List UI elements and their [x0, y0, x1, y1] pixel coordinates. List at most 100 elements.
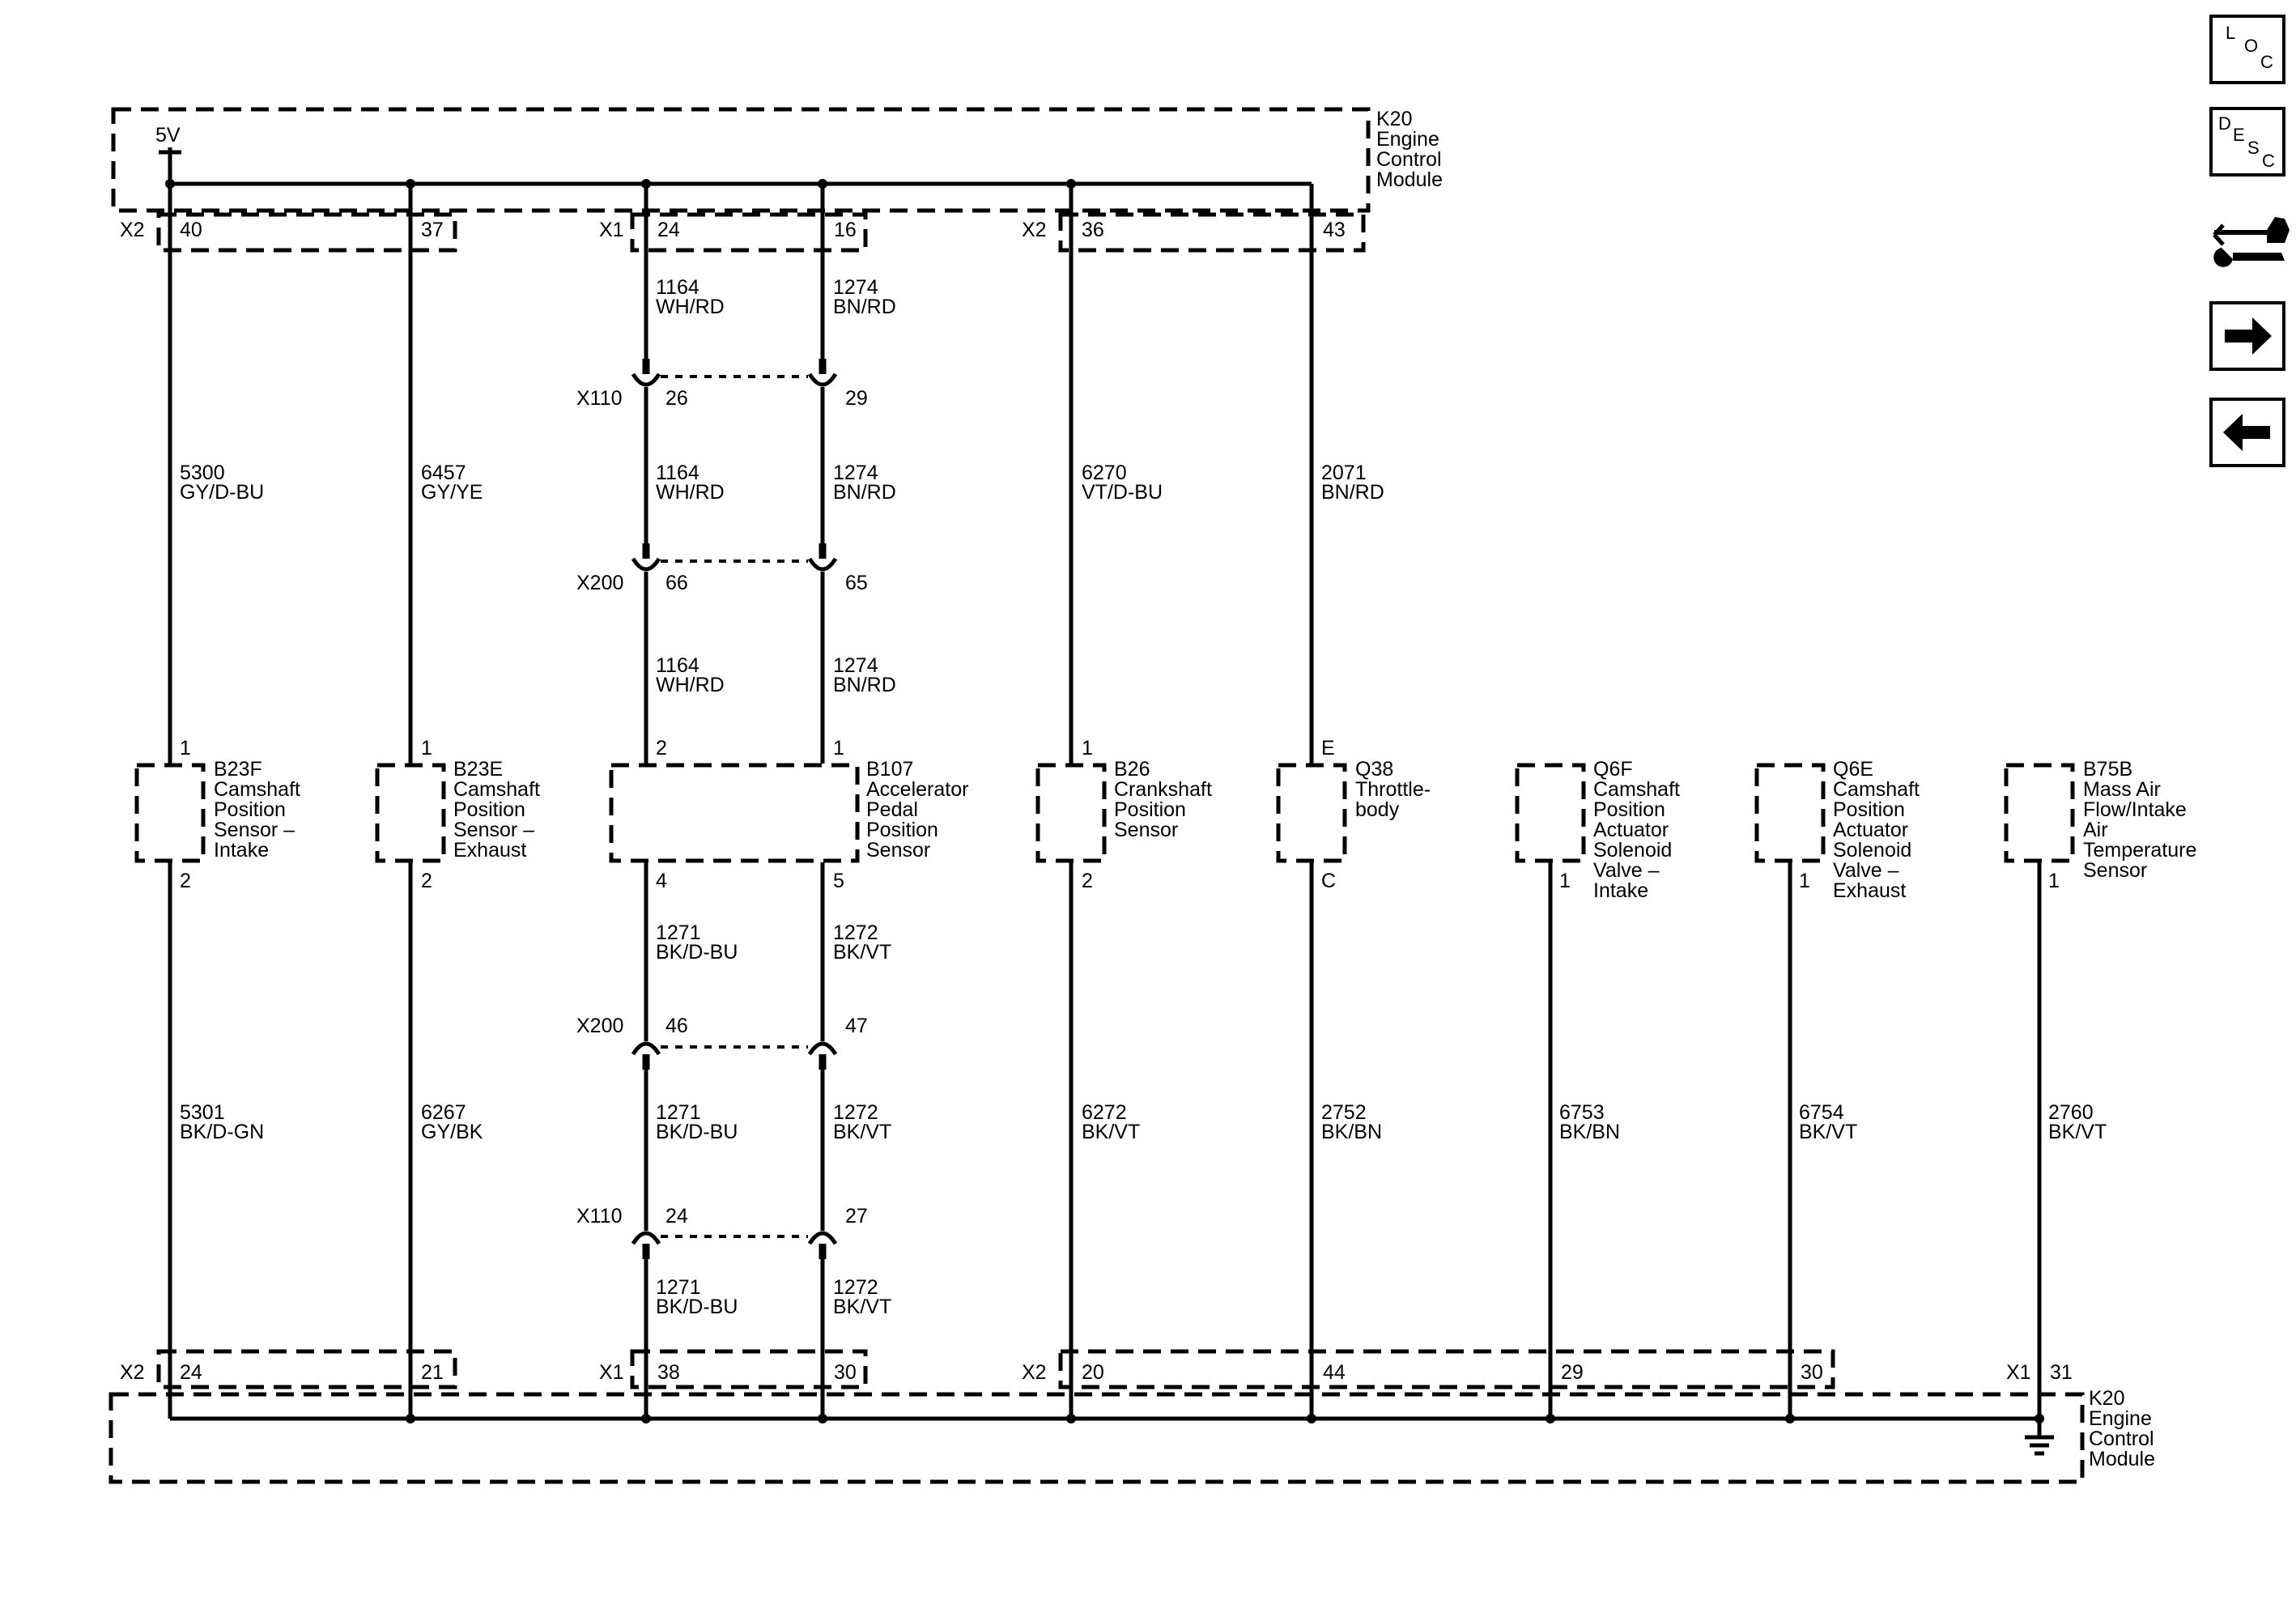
wire-circuit: 1272: [833, 921, 878, 944]
bottom-connector-x2-b-box: [1058, 1349, 1835, 1389]
top-module-line-1: Engine: [1376, 128, 1439, 151]
inline-connector-x200-upper: [631, 543, 838, 572]
inline-connector-x200-lower: [631, 1041, 838, 1070]
bottom-pin: 20: [1082, 1361, 1104, 1384]
component-pin: 2: [421, 870, 432, 892]
inline-pin: 65: [845, 572, 868, 594]
component-q6f-label: Q6F Camshaft Position Actuator Solenoid …: [1593, 758, 1680, 902]
svg-text:Temperature: Temperature: [2083, 839, 2196, 862]
svg-text:Pedal: Pedal: [866, 798, 918, 821]
svg-text:Solenoid: Solenoid: [1593, 839, 1672, 862]
bottom-pin: 30: [1801, 1361, 1823, 1384]
loc-button[interactable]: L O C: [2209, 15, 2285, 84]
component-pin: 2: [1082, 870, 1093, 892]
inline-pin: 46: [665, 1015, 688, 1037]
bottom-module-id: K20: [2089, 1387, 2124, 1410]
svg-text:Exhaust: Exhaust: [1833, 879, 1906, 902]
svg-text:B75B: B75B: [2083, 758, 2132, 781]
svg-text:Flow/Intake: Flow/Intake: [2083, 798, 2187, 821]
component-b23f-label: B23F Camshaft Position Sensor – Intake: [214, 758, 300, 862]
component-pin: 2: [656, 737, 667, 760]
svg-text:Position: Position: [866, 819, 938, 841]
top-connector-x2-b-box: [1058, 212, 1366, 253]
bottom-connector-name: X1: [2006, 1361, 2031, 1384]
wire-circuit: 1272: [833, 1276, 878, 1299]
desc-letter-c: C: [2262, 151, 2275, 171]
wire-circuit: 1272: [833, 1101, 878, 1124]
wire-color: GY/YE: [421, 481, 483, 504]
svg-text:Sensor: Sensor: [1114, 819, 1178, 841]
wire-color: GY/BK: [421, 1121, 483, 1143]
bottom-module-line-2: Control: [2089, 1428, 2154, 1450]
inline-pin: 27: [845, 1205, 868, 1228]
top-connector-name: X2: [120, 219, 145, 241]
wire-color: BN/RD: [1321, 481, 1384, 504]
bottom-connector-x2-a-box: [156, 1349, 457, 1389]
wire-color: BN/RD: [833, 481, 896, 504]
svg-text:Q6E: Q6E: [1833, 758, 1873, 781]
inline-connector-name: X110: [576, 1205, 623, 1228]
svg-text:Position: Position: [1833, 798, 1905, 821]
desc-letter-e: E: [2233, 125, 2245, 145]
wire-circuit: 2752: [1321, 1101, 1367, 1124]
svg-text:Valve –: Valve –: [1593, 859, 1660, 882]
svg-text:Position: Position: [1593, 798, 1665, 821]
ground-icon: [2025, 1419, 2054, 1456]
top-pin: 16: [834, 219, 857, 241]
wire-circuit: 6267: [421, 1101, 466, 1124]
component-q38-label: Q38 Throttle- body: [1355, 758, 1431, 821]
component-q6f-box: [1515, 763, 1586, 863]
component-pin: E: [1321, 737, 1335, 760]
svg-text:Sensor –: Sensor –: [453, 819, 534, 841]
loc-letter-l: L: [2226, 23, 2235, 43]
svg-text:Intake: Intake: [214, 839, 269, 862]
inline-connector-x110-upper: [631, 359, 838, 387]
component-pin: 5: [833, 870, 844, 892]
component-b26-label: B26 Crankshaft Position Sensor: [1114, 758, 1212, 841]
wire-color: BK/D-GN: [180, 1121, 264, 1143]
wire-circuit: 5300: [180, 462, 225, 484]
inline-connector-name: X200: [576, 1015, 623, 1037]
component-b75b-label: B75B Mass Air Flow/Intake Air Temperatur…: [2083, 758, 2196, 882]
svg-text:Camshaft: Camshaft: [1833, 778, 1920, 801]
supply-label: 5V: [155, 124, 181, 147]
component-q6e-label: Q6E Camshaft Position Actuator Solenoid …: [1833, 758, 1920, 902]
svg-text:Air: Air: [2083, 819, 2108, 841]
top-module-line-3: Module: [1376, 168, 1443, 191]
component-b107-box: [609, 763, 860, 863]
component-pin: 1: [1082, 737, 1093, 760]
svg-text:Q38: Q38: [1355, 758, 1393, 781]
loc-letter-c: C: [2260, 52, 2273, 72]
desc-button[interactable]: D E S C: [2209, 107, 2285, 177]
component-pin: 4: [656, 870, 667, 892]
bottom-pin: 38: [657, 1361, 680, 1384]
inline-connector-x110-lower: [631, 1231, 838, 1259]
svg-text:Position: Position: [1114, 798, 1186, 821]
wire-color: BK/D-BU: [656, 941, 738, 964]
top-connector-name: X2: [1022, 219, 1047, 241]
bottom-connector-name: X1: [599, 1361, 624, 1384]
top-pin: 37: [421, 219, 444, 241]
wire-circuit: 6754: [1799, 1101, 1844, 1124]
svg-text:Position: Position: [453, 798, 525, 821]
svg-text:Camshaft: Camshaft: [1593, 778, 1680, 801]
svg-text:Sensor: Sensor: [2083, 859, 2147, 882]
component-b75b-box: [2004, 763, 2075, 863]
component-pin: 2: [180, 870, 191, 892]
component-b23e-box: [375, 763, 446, 863]
component-b107-label: B107 Accelerator Pedal Position Sensor: [866, 758, 968, 862]
arrow-left-icon[interactable]: [2209, 398, 2285, 467]
wire-circuit: 6457: [421, 462, 466, 484]
wire-circuit: 1271: [656, 1101, 701, 1124]
wire-color: BK/VT: [833, 1121, 891, 1143]
wire-color: WH/RD: [656, 296, 725, 318]
svg-text:Exhaust: Exhaust: [453, 839, 526, 862]
svg-text:B26: B26: [1114, 758, 1150, 781]
svg-text:Solenoid: Solenoid: [1833, 839, 1911, 862]
arrow-right-icon[interactable]: [2209, 301, 2285, 371]
svg-text:B23E: B23E: [453, 758, 503, 781]
connector-repair-icon[interactable]: [2211, 202, 2290, 280]
component-pin: 1: [2048, 870, 2060, 892]
svg-text:Sensor –: Sensor –: [214, 819, 295, 841]
wire-color: BK/VT: [1799, 1121, 1857, 1143]
